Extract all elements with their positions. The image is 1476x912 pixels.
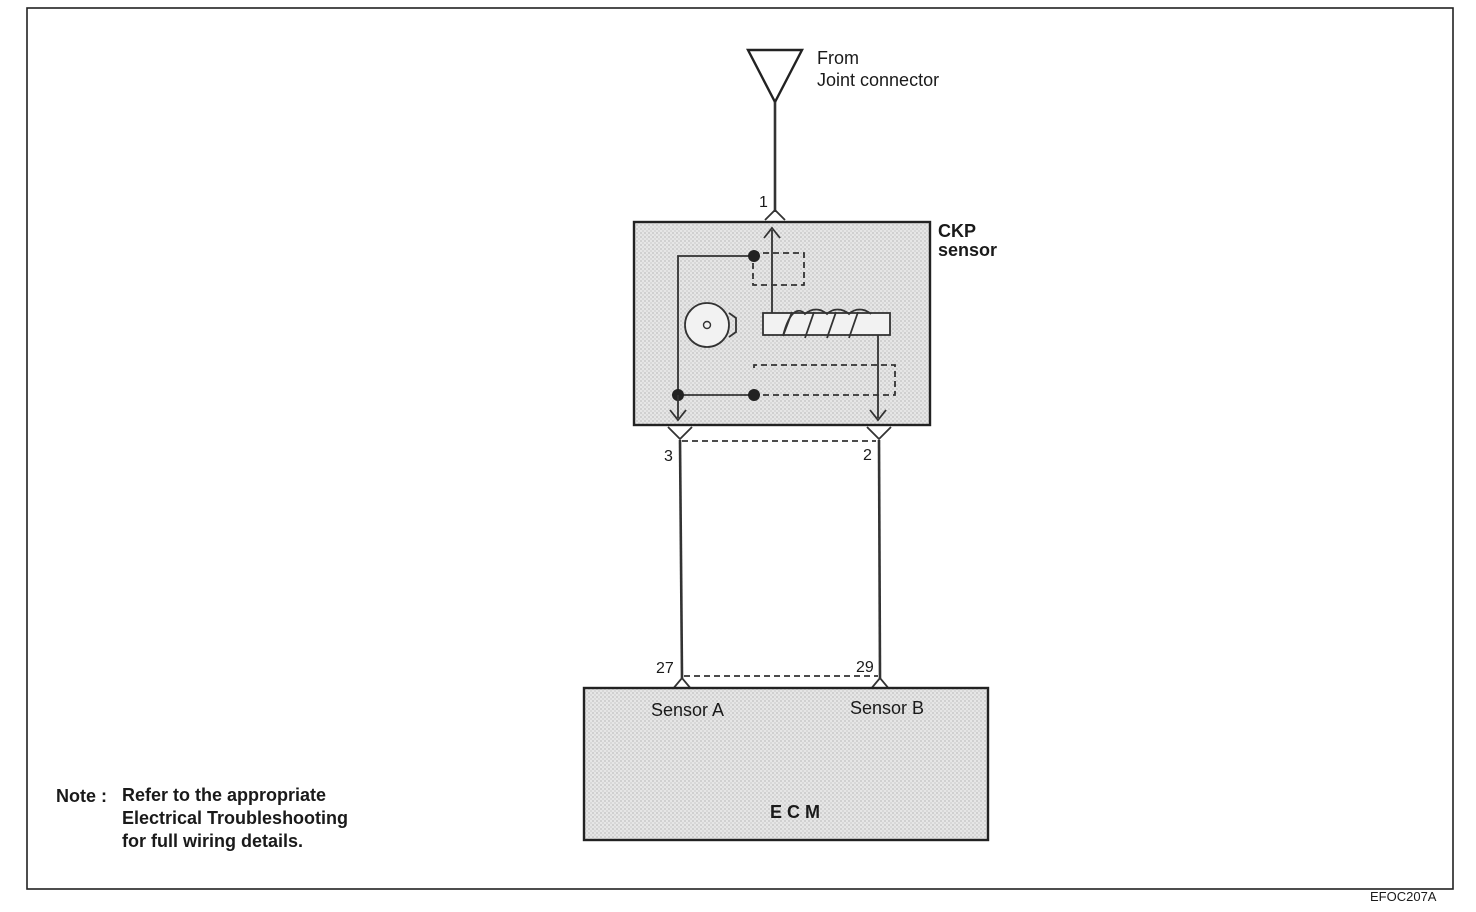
note-line3: for full wiring details. [122, 831, 303, 851]
ckp-pin1-connector [764, 208, 786, 221]
ckp-pin3-connector [667, 426, 693, 441]
joint-connector-symbol [746, 48, 804, 105]
ckp-pin3-label: 3 [664, 448, 673, 465]
note-line1: Refer to the appropriate [122, 785, 326, 805]
ckp-sensor-label-line1: CKP [938, 221, 976, 241]
ckp-pin2-connector [866, 426, 892, 441]
source-label-line1: From [817, 48, 859, 68]
ecm-terminal-b-label: Sensor B [850, 698, 924, 718]
diagram-frame [26, 7, 1454, 890]
ecm-box [582, 686, 990, 842]
figure-code: EFOC207A [1370, 889, 1437, 904]
wire-pin3-to-ecm27 [678, 439, 684, 679]
ecm-pin29-connector [869, 676, 891, 691]
note-line2: Electrical Troubleshooting [122, 808, 348, 828]
ecm-terminal-a-label: Sensor A [651, 700, 724, 720]
ckp-internal-circuit [669, 226, 896, 422]
ckp-pin2-label: 2 [863, 447, 872, 464]
source-label-line2: Joint connector [817, 70, 939, 90]
ecm-label: E C M [770, 802, 820, 822]
note-prefix: Note : [56, 786, 107, 806]
ckp-pin1-label: 1 [759, 194, 768, 211]
ecm-pin27-connector [671, 676, 693, 691]
ecm-pin29-label: 29 [856, 659, 874, 676]
ecm-pin27-label: 27 [656, 660, 674, 677]
wire-pin2-to-ecm29 [877, 439, 882, 679]
ckp-sensor-label-line2: sensor [938, 240, 997, 260]
